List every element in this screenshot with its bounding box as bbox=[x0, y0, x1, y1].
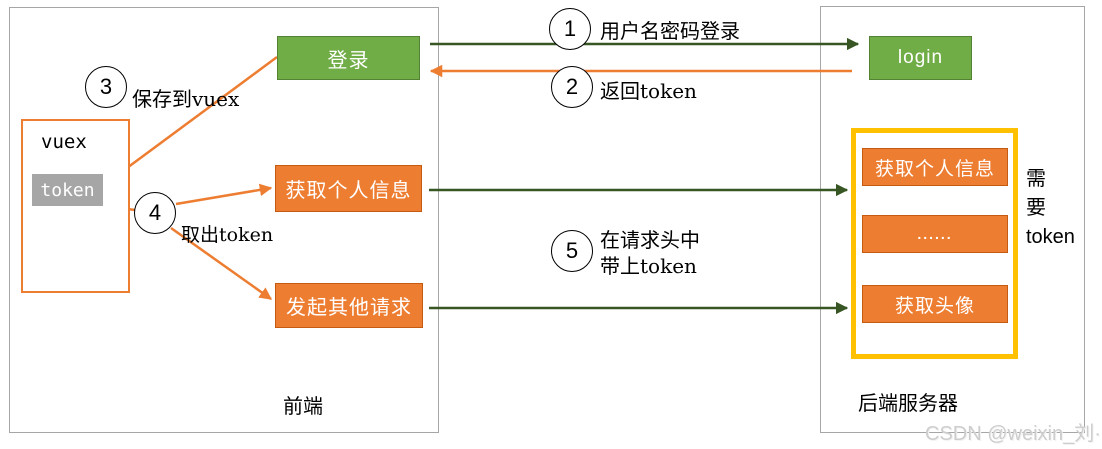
step5-label-line1: 在请求头中 bbox=[600, 228, 700, 252]
csdn-watermark: CSDN @weixin_刘· bbox=[925, 423, 1101, 445]
step1-label: 用户名密码登录 bbox=[600, 19, 740, 43]
vuex-title: vuex bbox=[41, 131, 87, 153]
backend-label: 后端服务器 bbox=[858, 393, 958, 415]
step3-label: 保存到vuex bbox=[132, 87, 240, 111]
vuex-token-box: token bbox=[32, 174, 103, 206]
frontend-get-profile-box: 获取个人信息 bbox=[275, 165, 422, 212]
backend-login-box: login bbox=[869, 36, 972, 80]
need-token-word: token bbox=[1026, 226, 1075, 248]
need-token-char2: 要 bbox=[1026, 197, 1046, 219]
frontend-label: 前端 bbox=[283, 396, 323, 418]
step-circle-3: 3 bbox=[85, 66, 127, 108]
need-token-char1: 需 bbox=[1026, 168, 1046, 190]
step5-label-line2: 带上token bbox=[600, 254, 697, 278]
step4-label: 取出token bbox=[181, 224, 274, 246]
step-circle-2: 2 bbox=[551, 66, 593, 108]
backend-get-avatar-box: 获取头像 bbox=[862, 285, 1008, 323]
frontend-login-box: 登录 bbox=[277, 36, 420, 80]
need-token-label: 需 要 token bbox=[1026, 165, 1075, 252]
step-circle-5: 5 bbox=[551, 230, 593, 272]
step5-label: 在请求头中 带上token bbox=[600, 227, 700, 279]
frontend-other-requests-box: 发起其他请求 bbox=[275, 283, 423, 328]
backend-ellipsis-box: ...... bbox=[862, 215, 1008, 253]
step-circle-1: 1 bbox=[549, 8, 591, 50]
step-circle-4: 4 bbox=[134, 192, 176, 234]
backend-get-profile-box: 获取个人信息 bbox=[862, 148, 1008, 186]
step2-label: 返回token bbox=[600, 79, 697, 103]
vuex-store-box bbox=[21, 119, 130, 293]
